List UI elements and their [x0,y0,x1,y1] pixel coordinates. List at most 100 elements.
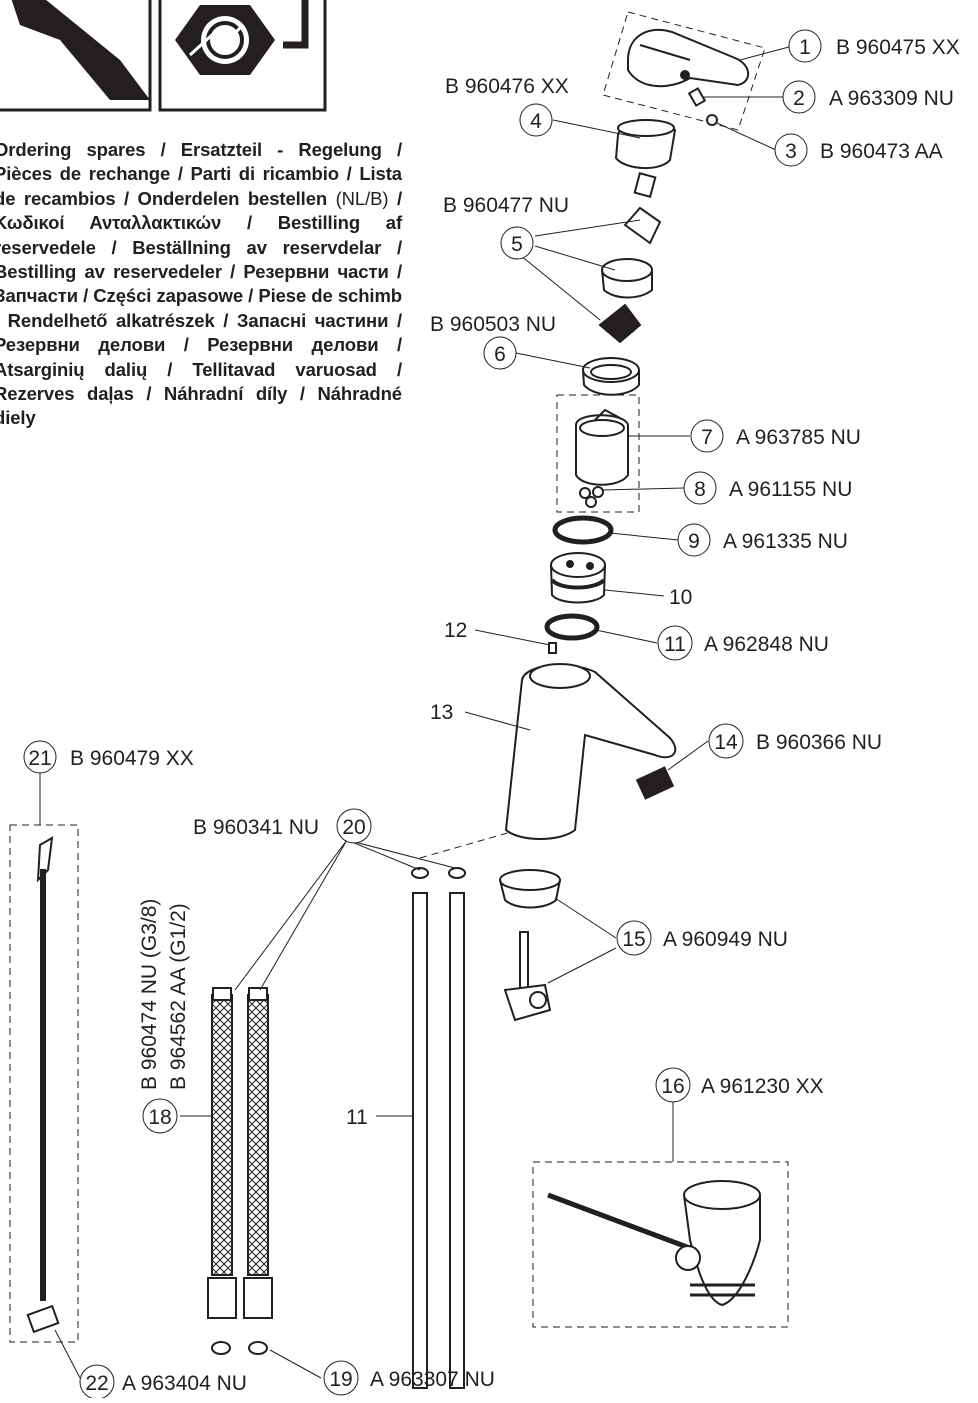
callout-19: 19 A 963307 NU [323,1360,495,1396]
callout-15-number: 15 [622,928,645,951]
o-ring-9 [552,515,614,545]
callout-14-code: B 960366 NU [756,731,882,754]
callout-2: 2 A 963309 NU [782,80,954,114]
plug-cap [706,114,718,126]
o-ring-11 [544,613,600,641]
callout-9-number: 9 [688,530,700,553]
handle-lever [627,28,750,88]
callout-16: 16 A 961230 XX [655,1067,824,1103]
flex-hoses [207,987,273,1319]
callout-15: 15 A 960949 NU [616,920,788,956]
callout-14: 14 B 960366 NU [708,723,882,759]
callout-2-code: A 963309 NU [829,87,954,110]
adapter-body [550,552,606,604]
callout-21: 21 B 960479 XX [23,740,194,774]
callout-labels: 1 B 960475 XX 2 A 963309 NU 3 B 960473 A… [23,29,960,1400]
ordering-text-part3: / Κωδικοί Ανταλλακτικών / Bestilling af … [0,187,402,429]
callout-22-code: A 963404 NU [122,1372,247,1395]
callout-11: 11 A 962848 NU [657,625,829,661]
callout-10: 10 [669,586,692,609]
seals [579,486,604,508]
callout-20-code: B 960341 NU [193,816,319,839]
callout-7-number: 7 [701,426,713,449]
callout-18-code2: B 964562 AA (G1/2) [167,903,190,1090]
callout-12-number: 12 [444,619,467,642]
callout-8-code: A 961155 NU [729,478,852,501]
lift-rod [26,836,60,1334]
callout-13-number: 13 [430,701,453,724]
callout-21-number: 21 [28,747,51,770]
callout-18: 18 B 960474 NU (G3/8) B 964562 AA (G1/2) [138,899,190,1134]
cartridge [575,408,629,486]
callout-8-number: 8 [694,478,706,501]
faucet-body [504,663,677,840]
grub-screw [687,87,707,107]
callout-19-code: A 963307 NU [370,1368,495,1391]
stop-parts [598,172,662,344]
callout-6-code: B 960503 NU [430,313,556,336]
ring-nut [582,357,640,396]
tool-icons [0,0,327,112]
callout-13: 13 [430,701,453,724]
callout-7-code: A 963785 NU [736,426,861,449]
callout-3: 3 B 960473 AA [774,133,943,167]
callout-3-code: B 960473 AA [820,140,943,163]
parts [26,28,761,1389]
ordering-text-part2: (NL/B) [335,187,389,209]
callout-11-pipes: 11 [346,1106,368,1129]
supply-pipes [411,867,466,1389]
callout-19-number: 19 [329,1368,352,1391]
callout-20: B 960341 NU 20 [193,808,372,844]
wrench-icon-frame [0,0,152,112]
callout-4-number: 4 [530,110,542,133]
callout-22-number: 22 [85,1372,108,1395]
waste-group-box [532,1161,789,1328]
callout-5: B 960477 NU 5 [443,194,569,260]
nut-icon-frame [158,0,327,112]
callout-12: 12 [444,619,467,642]
callout-1-code: B 960475 XX [836,36,960,59]
callout-4: B 960476 XX 4 [445,75,569,137]
fixing-set [499,869,561,1022]
lift-rod-group-box [9,824,79,1343]
callout-7: 7 A 963785 NU [690,419,861,453]
callout-9: 9 A 961335 NU [677,523,848,557]
callout-22: 22 A 963404 NU [79,1364,247,1400]
callout-1: 1 B 960475 XX [788,29,960,63]
ordering-spares-text: Ordering spares / Ersatzteil - Regelung … [0,138,402,431]
callout-18-code: B 960474 NU (G3/8) [138,899,161,1090]
callout-18-number: 18 [148,1106,171,1129]
callout-11-code: A 962848 NU [704,633,829,656]
callout-6: B 960503 NU 6 [430,313,556,370]
callout-1-number: 1 [799,36,811,59]
callout-4-code: B 960476 XX [445,75,569,98]
cover-ring [614,119,677,170]
wrench-icon [11,0,150,100]
callout-5-number: 5 [511,233,523,256]
callout-9-code: A 961335 NU [723,530,848,553]
callout-14-number: 14 [714,731,738,754]
callout-3-number: 3 [785,140,797,163]
callout-2-number: 2 [793,87,805,110]
waste-valve [547,1180,761,1307]
callout-11b-number: 11 [346,1106,368,1129]
cartridge-group-box [556,394,640,513]
callout-11-number: 11 [664,633,686,656]
leader-lines [39,46,790,1379]
pin [548,642,557,654]
callout-16-number: 16 [661,1075,684,1098]
ordering-text-part1: Ordering spares / Ersatzteil - Regelung … [0,139,402,209]
callout-15-code: A 960949 NU [663,928,788,951]
callout-16-code: A 961230 XX [701,1075,824,1098]
aerator [635,766,675,800]
callout-5-code: B 960477 NU [443,194,569,217]
callout-10-number: 10 [669,586,692,609]
handle-group-box [602,11,766,131]
callout-21-code: B 960479 XX [70,747,194,770]
callout-6-number: 6 [494,343,506,366]
washers-19 [211,1341,268,1355]
callout-20-number: 20 [342,816,365,839]
callout-8: 8 A 961155 NU [683,471,852,505]
